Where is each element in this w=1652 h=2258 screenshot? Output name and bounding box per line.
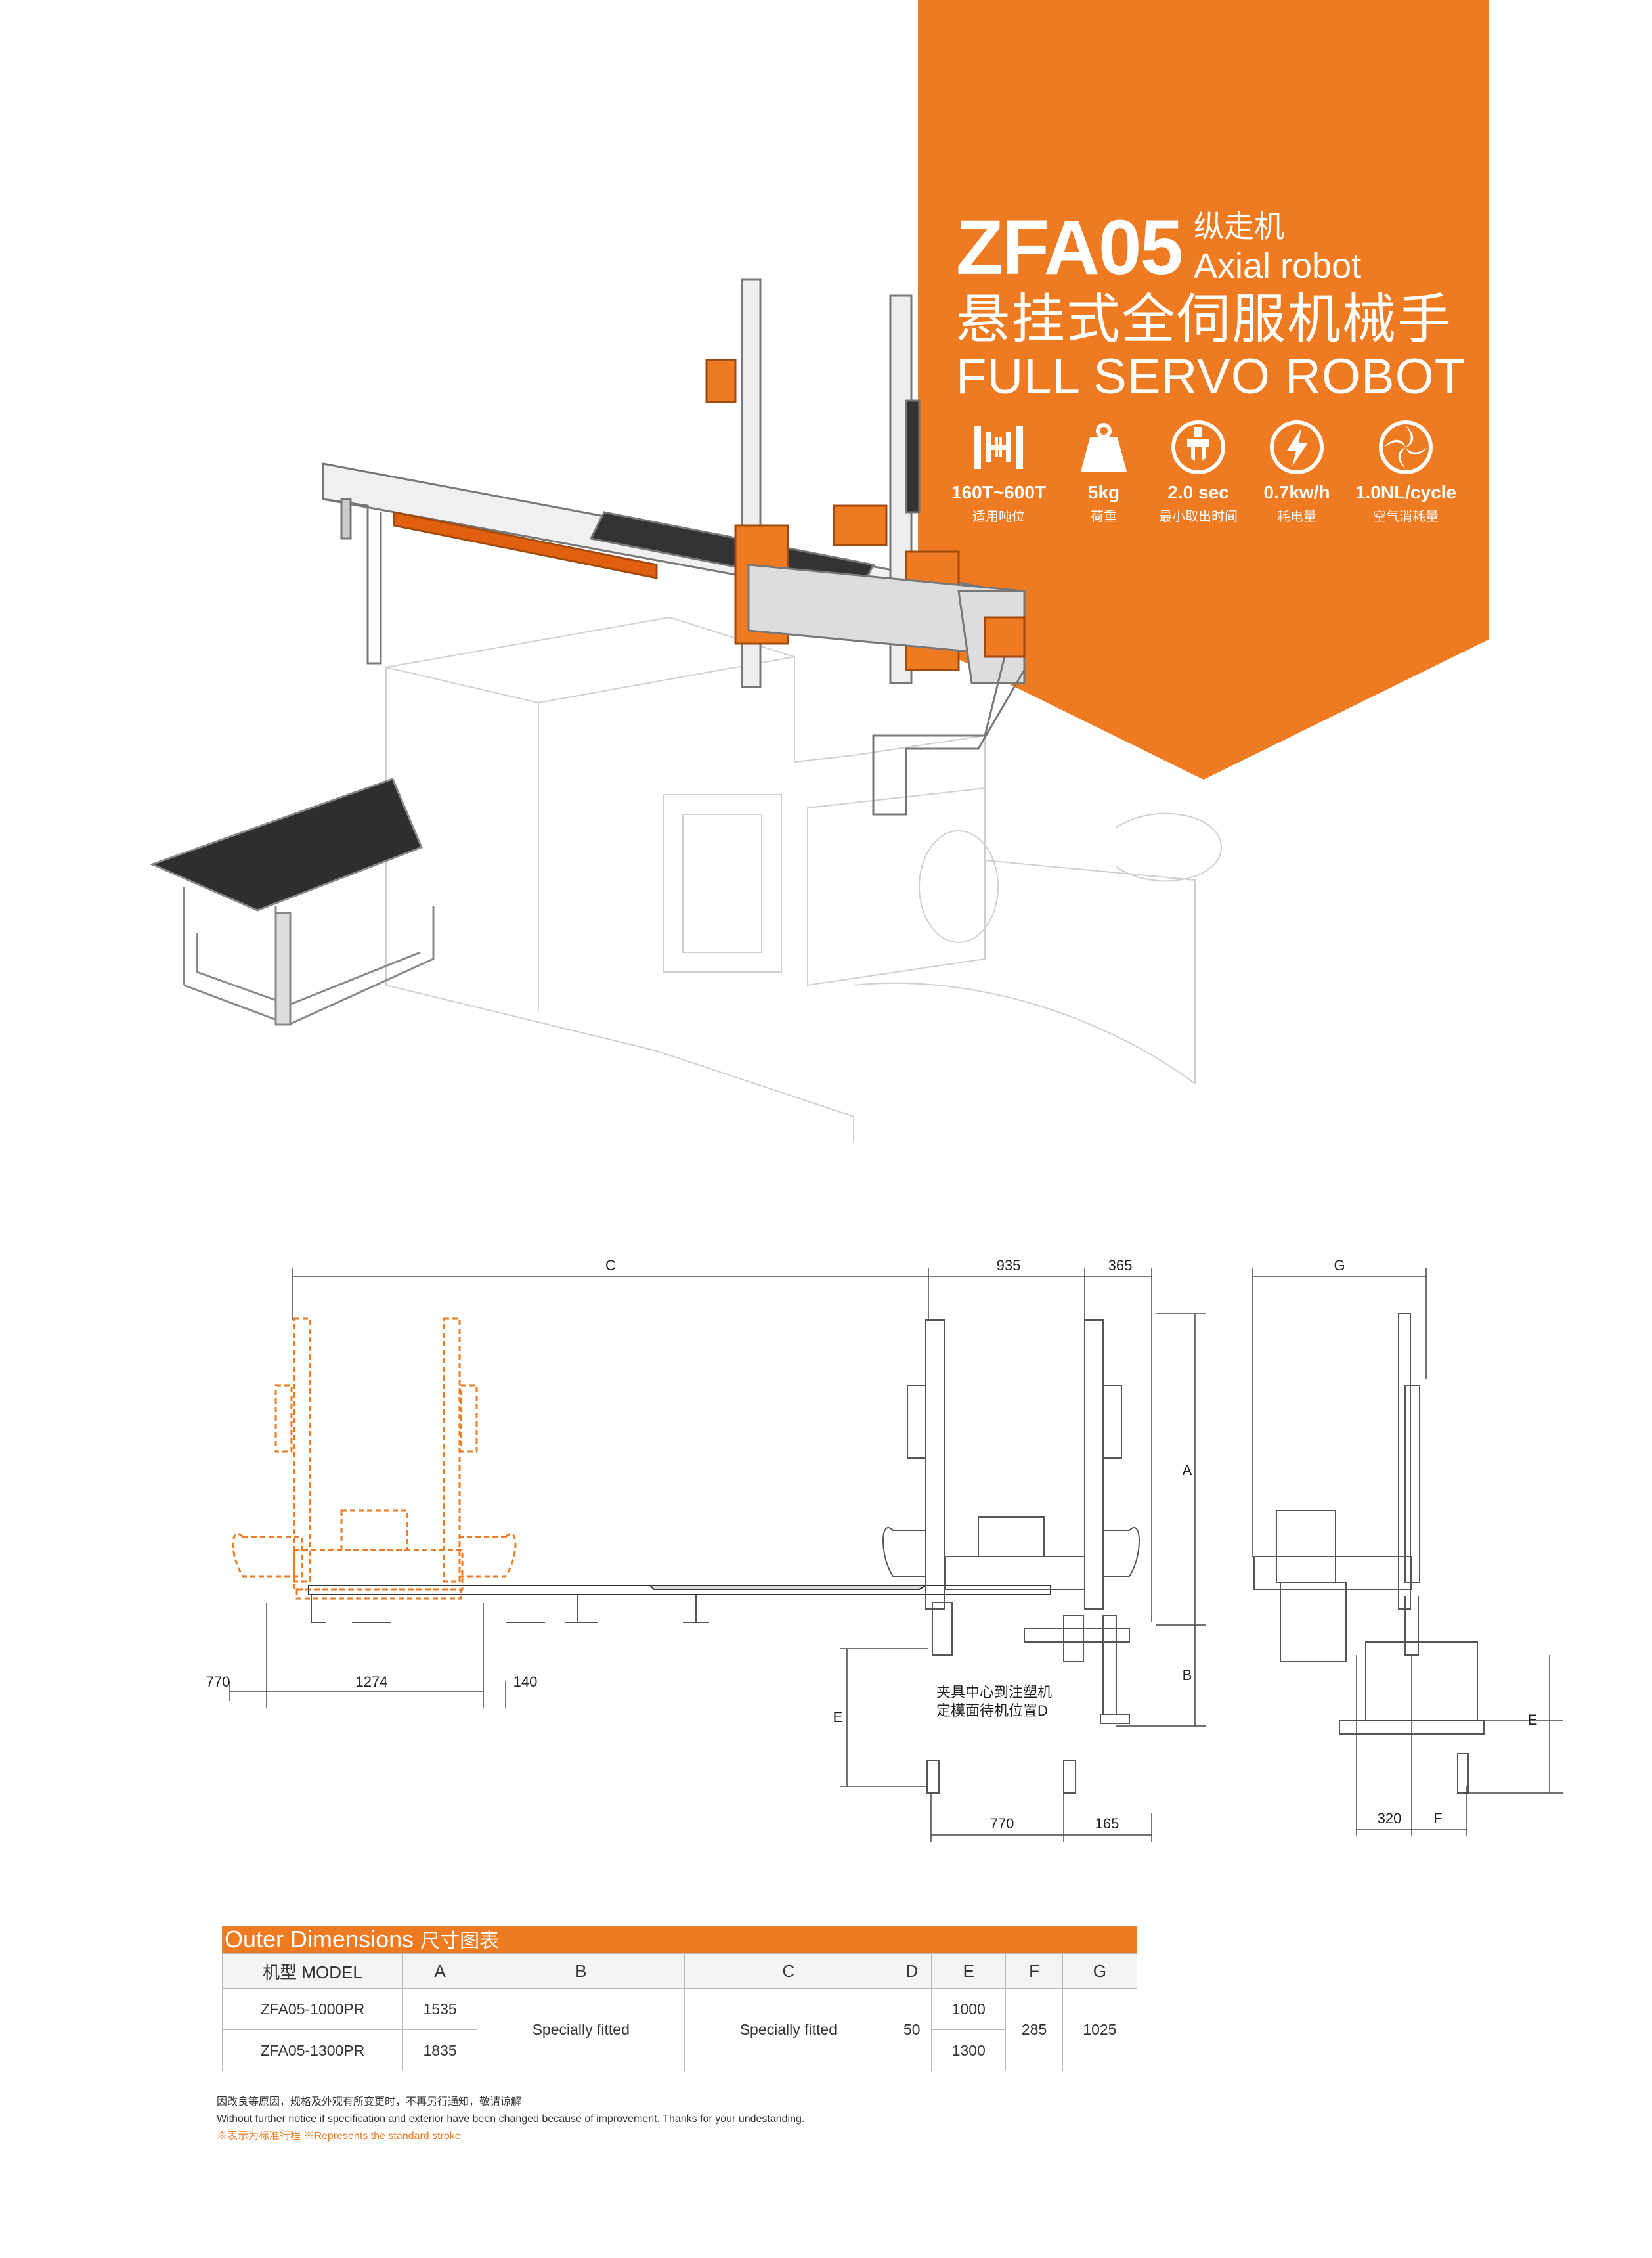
dimensions-table: 机型 MODEL A B C D E F G ZFA05-1000PR 1535… xyxy=(222,1953,1138,2071)
cell-b: Specially fitted xyxy=(477,1988,685,2071)
product-title-en: FULL SERVO ROBOT xyxy=(956,349,1466,405)
footnotes: 因改良等原因，规格及外观有所变更时，不再另行通知，敬请谅解 Without fu… xyxy=(217,2094,804,2145)
dim-935: 935 xyxy=(997,1257,1021,1273)
spec-label: 最小取出时间 xyxy=(1159,510,1238,524)
spec-label: 耗电量 xyxy=(1277,510,1316,524)
dim-b: B xyxy=(1183,1667,1192,1683)
dim-770-left: 770 xyxy=(206,1673,230,1690)
header-a: A xyxy=(402,1953,478,1989)
robot-illustration xyxy=(149,278,1223,1143)
dim-e: E xyxy=(833,1709,843,1725)
dim-1274: 1274 xyxy=(356,1673,388,1690)
gripper-icon xyxy=(1171,420,1225,474)
cell-e: 1300 xyxy=(931,2029,1007,2071)
spec-weight: 5kg 荷重 xyxy=(1048,418,1160,525)
dim-e-right: E xyxy=(1528,1712,1538,1728)
note-cn: 因改良等原因，规格及外观有所变更时，不再另行通知，敬请谅解 xyxy=(217,2096,522,2108)
dim-140: 140 xyxy=(513,1673,538,1690)
spec-value: 2.0 sec xyxy=(1167,482,1229,502)
header-e: E xyxy=(931,1953,1007,1989)
table-title-en: Outer Dimensions xyxy=(225,1926,414,1953)
product-title-cn: 悬挂式全伺服机械手 xyxy=(956,290,1453,349)
table-title-cn: 尺寸图表 xyxy=(420,1930,500,1952)
header-model: 机型 MODEL xyxy=(222,1953,403,1989)
table-row: ZFA05-1000PR 1535 Specially fitted Speci… xyxy=(222,1988,1138,2071)
cell-model: ZFA05-1000PR xyxy=(222,1988,403,2030)
dim-770-bottom: 770 xyxy=(990,1815,1014,1832)
note-standard-stroke: ※表示为标准行程 ※Represents the standard stroke xyxy=(217,2131,461,2142)
air-icon xyxy=(1379,420,1433,474)
dim-320: 320 xyxy=(1378,1810,1402,1826)
dim-a: A xyxy=(1183,1462,1192,1478)
side-view-dimensions xyxy=(1252,1268,1563,1836)
spec-value: 0.7kw/h xyxy=(1263,482,1330,502)
front-view-drawing xyxy=(232,1317,1140,1794)
header-d: D xyxy=(892,1953,932,1989)
header-f: F xyxy=(1005,1953,1063,1989)
spec-air: 1.0NL/cycle 空气消耗量 xyxy=(1350,418,1462,525)
dim-f: F xyxy=(1433,1810,1442,1826)
dim-c: C xyxy=(605,1257,616,1273)
outer-dimensions-table: Outer Dimensions 尺寸图表 机型 MODEL A B C D E… xyxy=(222,1926,1138,2071)
note-line2: 定模面待机位置D xyxy=(936,1702,1048,1719)
spec-tonnage: 160T~600T 适用吨位 xyxy=(943,418,1054,525)
table-row: ZFA05-1300PR 1835 1300 xyxy=(222,2029,1137,2071)
cell-model: ZFA05-1300PR xyxy=(222,2029,403,2071)
spec-value: 1.0NL/cycle xyxy=(1355,482,1457,502)
spec-value: 160T~600T xyxy=(951,482,1046,502)
note-en: Without further notice if specification … xyxy=(217,2114,805,2125)
note-line1: 夹具中心到注塑机 xyxy=(936,1684,1052,1700)
dim-g: G xyxy=(1334,1257,1345,1273)
cell-f: 285 xyxy=(1005,1988,1063,2071)
spec-label: 荷重 xyxy=(1091,510,1117,524)
cell-d: 50 xyxy=(892,1988,932,2071)
table-title: Outer Dimensions 尺寸图表 xyxy=(222,1926,1137,1953)
header-c: C xyxy=(684,1953,893,1989)
dim-365: 365 xyxy=(1108,1257,1133,1273)
dim-165: 165 xyxy=(1095,1815,1119,1832)
spec-value: 5kg xyxy=(1087,482,1120,502)
cell-c: Specially fitted xyxy=(684,1988,893,2071)
header-b: B xyxy=(477,1953,685,1989)
cell-a: 1835 xyxy=(402,2029,478,2071)
cell-e: 1000 xyxy=(931,1988,1007,2030)
type-en: Axial robot xyxy=(1194,246,1362,286)
vertical-arms xyxy=(705,278,1026,816)
spec-label: 适用吨位 xyxy=(972,510,1025,524)
type-cn: 纵走机 xyxy=(1194,210,1284,244)
conveyor xyxy=(149,778,435,1026)
spec-cycle-time: 2.0 sec 最小取出时间 xyxy=(1142,418,1254,525)
lightning-icon xyxy=(1270,420,1324,474)
weight-icon xyxy=(1081,423,1127,472)
header-g: G xyxy=(1062,1953,1138,1989)
table-header-row: 机型 MODEL A B C D E F G xyxy=(222,1953,1138,1989)
cell-g: 1025 xyxy=(1062,1988,1138,2071)
front-view-dimensions xyxy=(229,1268,1206,1842)
cell-a: 1535 xyxy=(402,1988,478,2030)
tonnage-icon xyxy=(974,426,1023,469)
standard-stroke-outline xyxy=(232,1317,517,1600)
spec-power: 0.7kw/h 耗电量 xyxy=(1241,418,1353,525)
model-title: ZFA05 xyxy=(956,204,1183,291)
spec-label: 空气消耗量 xyxy=(1373,510,1439,524)
